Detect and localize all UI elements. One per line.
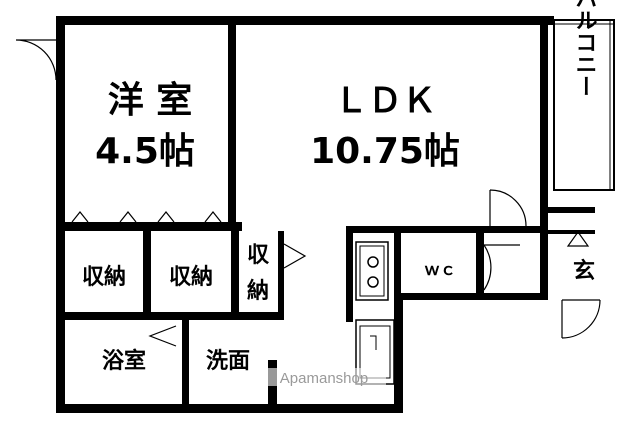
storage-label-2: 収納 <box>169 264 213 290</box>
wall-shoe-shelf <box>548 230 595 234</box>
wall-top <box>56 16 554 25</box>
wall-mid-right <box>394 293 548 300</box>
wall-storage-right <box>278 231 284 316</box>
storage-label-3-bottom: 納 <box>247 278 269 304</box>
door-bathroom <box>148 325 177 347</box>
ldk-name: ＬＤＫ <box>334 81 436 121</box>
ldk-size: 10.75帖 <box>310 131 460 172</box>
room-labels: 洋 室 4.5帖 ＬＤＫ 10.75帖 バルコニー 収納 収納 収 納 ｗｃ 玄… <box>82 0 597 374</box>
wall-entrance-top <box>540 207 595 213</box>
windows <box>59 55 546 215</box>
faucet <box>370 335 377 350</box>
closet-door-marks <box>71 211 222 223</box>
doors <box>15 39 601 347</box>
door-ldk-entrance <box>489 189 527 227</box>
western-room-size: 4.5帖 <box>95 131 195 172</box>
wall-bottom <box>56 404 402 413</box>
storage-label-3-top: 収 <box>247 243 270 268</box>
wall-storage-top <box>65 222 242 231</box>
door-wc <box>483 244 520 291</box>
wc-label: ｗｃ <box>424 260 456 279</box>
balcony <box>553 19 615 191</box>
western-room-name: 洋 室 <box>108 80 193 121</box>
wall-bath-top <box>65 312 284 320</box>
burner-1 <box>367 256 379 268</box>
wall-kitchen-top <box>346 226 541 233</box>
stove-inner <box>359 245 385 297</box>
kitchen <box>355 241 395 385</box>
burner-2 <box>367 276 379 288</box>
wall-lower-right <box>394 296 403 413</box>
wall-wc-left <box>394 233 401 299</box>
door-storage-3 <box>283 243 307 269</box>
wall-kitchen-left <box>346 226 353 322</box>
watermark-text: Apamanshop <box>280 370 368 387</box>
washroom-label: 洗面 <box>206 349 250 374</box>
wall-storage-divider-2 <box>231 231 239 316</box>
balcony-label: バルコニー <box>572 0 597 97</box>
wall-wc-right <box>476 233 484 299</box>
watermark: Apamanshop <box>262 368 386 387</box>
wall-entrance-left <box>540 207 548 299</box>
bathroom-label: 浴室 <box>102 348 146 374</box>
stove <box>355 241 389 301</box>
storage-label-1: 収納 <box>82 264 126 290</box>
entrance-step-mark <box>566 230 590 247</box>
wall-storage-divider-1 <box>143 231 151 316</box>
entrance-label: 玄 <box>573 258 595 284</box>
wall-western-ldk <box>228 25 236 225</box>
door-western-exterior <box>15 39 57 81</box>
door-entrance <box>561 299 601 339</box>
wall-bath-wash <box>182 320 189 405</box>
